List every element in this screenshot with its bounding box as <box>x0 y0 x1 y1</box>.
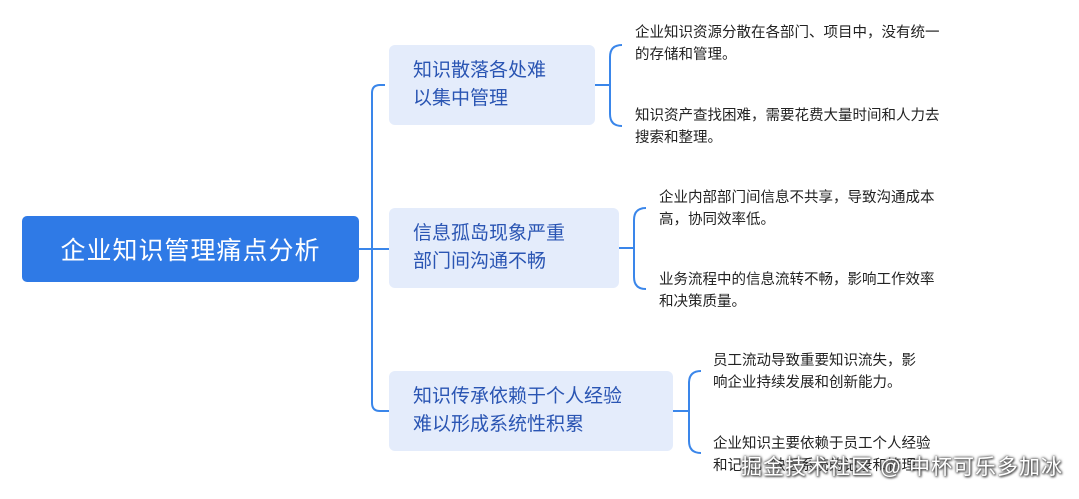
branch-label-line1: 信息孤岛现象严重 <box>413 223 566 244</box>
branch-label-line2: 部门间沟通不畅 <box>413 251 547 272</box>
leaf-node: 员工流动导致重要知识流失，影 响企业持续发展和创新能力。 <box>713 353 916 391</box>
branch-label-line2: 以集中管理 <box>413 88 509 109</box>
branch-label-line1: 知识传承依赖于个人经验 <box>413 386 623 407</box>
branch-label-line1: 知识散落各处难 <box>413 60 547 81</box>
leaf-node: 知识资产查找困难，需要花费大量时间和人力去 搜索和整理。 <box>635 108 940 146</box>
branch-node-knowledge-inheritance: 知识传承依赖于个人经验 难以形成系统性积累 <box>389 371 673 451</box>
leaf-node: 企业内部部门间信息不共享，导致沟通成本 高，协同效率低。 <box>659 190 935 228</box>
branch-node-information-silos: 信息孤岛现象严重 部门间沟通不畅 <box>389 208 619 288</box>
leaf-node: 企业知识资源分散在各部门、项目中，没有统一 的存储和管理。 <box>635 25 940 63</box>
root-node: 企业知识管理痛点分析 <box>22 216 359 282</box>
leaf-node: 企业知识主要依赖于员工个人经验 和记忆，缺乏系统的记录和管理。 <box>713 436 931 474</box>
branch-node-knowledge-scattered: 知识散落各处难 以集中管理 <box>389 45 595 125</box>
branch-label-line2: 难以形成系统性积累 <box>413 414 585 435</box>
watermark: 掘金技术社区 @ 中杯可乐多加冰 <box>741 456 1063 479</box>
leaf-node: 业务流程中的信息流转不畅，影响工作效率 和决策质量。 <box>659 272 935 310</box>
